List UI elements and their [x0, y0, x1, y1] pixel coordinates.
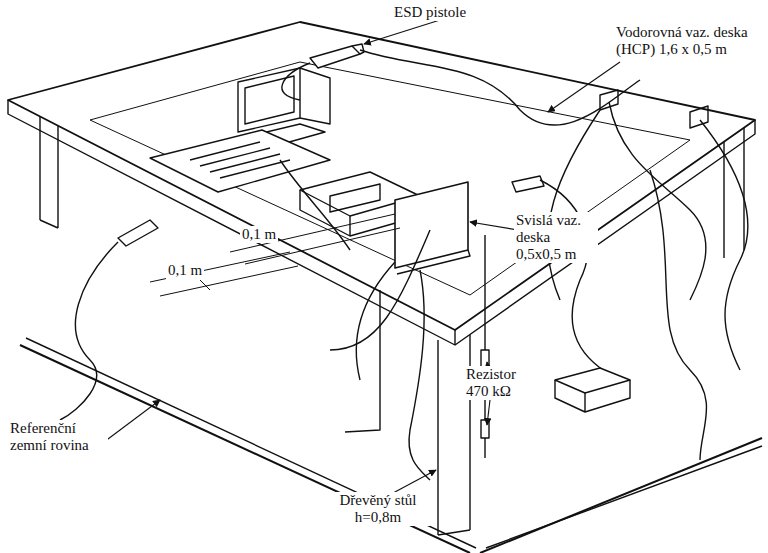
- dimension-label: 0,1 m: [240, 226, 278, 243]
- table-label: Dřevěný stůl h=0,8m: [326, 492, 430, 526]
- resistor-label: Rezistor 470 kΩ: [464, 366, 534, 400]
- gun-label: ESD pistole: [392, 4, 468, 21]
- hcp-label: Vodorovná vaz. deska (HCP) 1,6 x 0,5 m: [614, 24, 764, 58]
- dimension-label: 0,1 m: [166, 262, 204, 279]
- ground-plane-label: Referenční zemní rovina: [8, 420, 108, 454]
- vcp-label: Svislá vaz. deska 0,5x0,5 m: [514, 212, 598, 263]
